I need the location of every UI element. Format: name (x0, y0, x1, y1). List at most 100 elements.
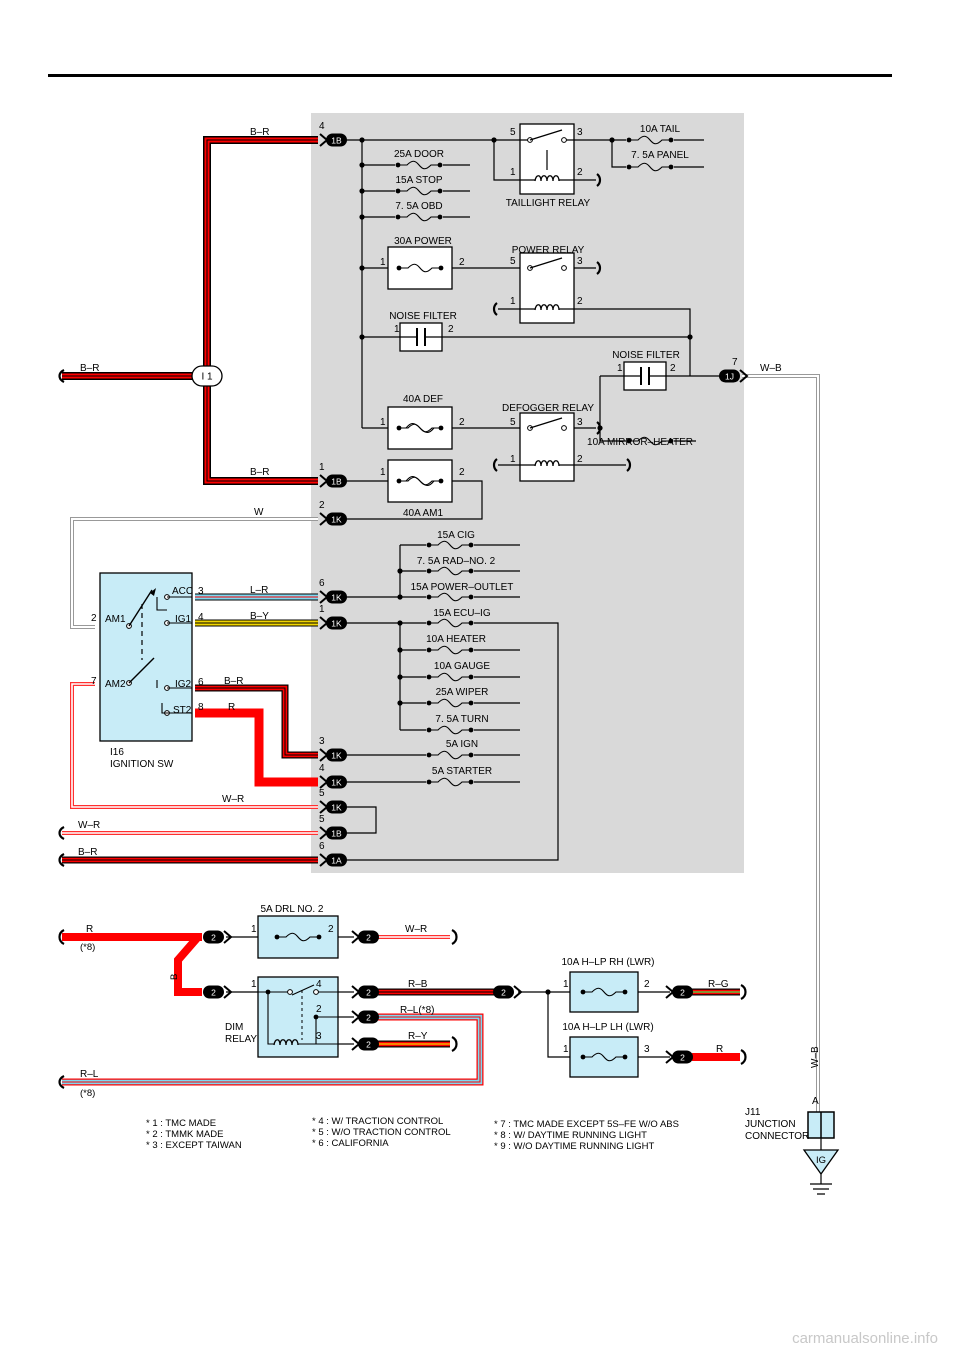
note-8: (*8) (80, 1088, 95, 1099)
j11-line1: JUNCTION (745, 1119, 796, 1130)
pin-number: 6 (198, 677, 204, 688)
pin-number: 5 (510, 417, 516, 428)
label-40a-def: 40A DEF (403, 394, 443, 405)
wire-label-br: B–R (78, 847, 97, 858)
pin-number: 2 (91, 613, 97, 624)
conn-label: 2 (680, 1052, 685, 1062)
label-15a-stop: 15A STOP (395, 175, 442, 186)
pin-number: 4 (316, 979, 322, 990)
junction-dots (359, 137, 693, 995)
pin-number: 1 (510, 454, 516, 465)
wire-label-r: R (228, 702, 235, 713)
connector-labels: 1B 1B 1K 1K 1K 1K 1K 1K 1B 1A 1J 2 2 2 2… (211, 135, 734, 1062)
ignition-sw-code: I16 (110, 747, 124, 758)
pin-number: 3 (644, 1044, 650, 1055)
footnote-6: * 6 : CALIFORNIA (312, 1138, 389, 1149)
conn-label: 2 (366, 1039, 371, 1049)
pin-number: 3 (577, 256, 583, 267)
pin-number: 2 (577, 167, 583, 178)
pin-number: 1 (617, 363, 623, 374)
drl-components (257, 915, 639, 1078)
footnote-2: * 2 : TMMK MADE (146, 1129, 223, 1140)
wire-label-br: B–R (224, 676, 243, 687)
conn-label: 1A (331, 855, 342, 865)
label-panel: 7. 5A PANEL (631, 150, 689, 161)
label-heater: 10A HEATER (426, 634, 486, 645)
wire-label-rg: R–G (708, 979, 729, 990)
conn-label: 2 (366, 932, 371, 942)
wire-label-rb: R–B (408, 979, 428, 990)
terminal-ig1: IG1 (175, 614, 192, 625)
dim-relay (257, 976, 339, 1058)
wire-label-by: B–Y (250, 611, 269, 622)
label-ign: 5A IGN (446, 739, 478, 750)
wire-label-wr: W–R (78, 820, 100, 831)
note-8: (*8) (80, 942, 95, 953)
label-25a-door: 25A DOOR (394, 149, 444, 160)
conn-label: 1K (331, 618, 342, 628)
fusible-link-40a-def (387, 406, 453, 450)
conn-label: 1K (331, 592, 342, 602)
pin-number: 1 (319, 462, 325, 473)
wire-label-br: B–R (250, 467, 269, 478)
label-30a-power: 30A POWER (394, 236, 452, 247)
label-hlp-lh: 10A H–LP LH (LWR) (562, 1022, 653, 1033)
component-pin-numbers: 5 3 1 2 1 2 5 3 1 2 1 2 1 2 1 2 5 3 1 2 … (91, 127, 819, 1107)
label-hlp-rh: 10A H–LP RH (LWR) (562, 957, 655, 968)
wire-label-br: B–R (80, 363, 99, 374)
conn-label: 1K (331, 514, 342, 524)
pin-number: 2 (577, 454, 583, 465)
label-cig: 15A CIG (437, 530, 475, 541)
pin-number: 3 (198, 586, 204, 597)
label-noise-filter-2: NOISE FILTER (612, 350, 680, 361)
pin-number: 8 (198, 702, 204, 713)
wire-label-rl8: R–L(*8) (400, 1005, 434, 1016)
wire-label-r: R (716, 1044, 723, 1055)
pin-number: 1 (563, 1044, 569, 1055)
pin-number: 4 (198, 612, 204, 623)
wire-label-rl: R–L (80, 1069, 99, 1080)
relays (519, 123, 575, 482)
noise-filters (399, 322, 667, 391)
pin-number: 5 (510, 256, 516, 267)
drl-conn-g (492, 984, 522, 1000)
pin-number: 2 (319, 500, 325, 511)
label-starter: 5A STARTER (432, 766, 492, 777)
pin-number: 4 (319, 763, 325, 774)
label-ecu-ig: 15A ECU–IG (433, 608, 490, 619)
pin-number: 1 (380, 257, 386, 268)
taillight-relay (519, 123, 575, 195)
noise-filter-2 (623, 361, 667, 391)
footnote-1: * 1 : TMC MADE (146, 1118, 216, 1129)
wire-label-wr: W–R (222, 794, 244, 805)
fuse-hlp-rh (569, 971, 639, 1013)
pin-number: 3 (316, 1031, 322, 1042)
wire-color-labels: B–R B–R B–R W L–R B–Y B–R R W–R W–R B–R … (78, 127, 821, 1099)
label-noise-filter-1: NOISE FILTER (389, 311, 457, 322)
ignition-sw-name: IGNITION SW (110, 759, 174, 770)
splice-label: I 1 (201, 372, 213, 383)
pin-number: A (812, 1096, 819, 1107)
conn-label: 2 (366, 1012, 371, 1022)
conn-label: 1K (331, 750, 342, 760)
pin-number: 1 (563, 979, 569, 990)
j11-line2: CONNECTOR (745, 1131, 809, 1142)
pin-number: 3 (577, 127, 583, 138)
label-mirror-heater: 10A MIRROR–HEATER (587, 437, 693, 448)
wire-label-ry: R–Y (408, 1031, 428, 1042)
conn-label: 1B (331, 476, 342, 486)
fuse-hlp-lh (569, 1036, 639, 1078)
conn-label: 2 (680, 987, 685, 997)
label-rad-no2: 7. 5A RAD–NO. 2 (417, 556, 496, 567)
connector-pin-numbers: 4 1 2 6 1 3 4 5 5 6 7 (319, 121, 738, 852)
wire-label-wb: W–B (760, 363, 782, 374)
label-10a-tail: 10A TAIL (640, 124, 681, 135)
pin-number: 2 (459, 257, 465, 268)
terminal-st2: ST2 (173, 705, 192, 716)
pin-number: 2 (448, 324, 454, 335)
conn-label: 2 (366, 987, 371, 997)
terminal-am1: AM1 (105, 614, 126, 625)
label-taillight-relay: TAILLIGHT RELAY (506, 198, 591, 209)
pin-number: 1 (510, 296, 516, 307)
defogger-relay (519, 412, 575, 482)
